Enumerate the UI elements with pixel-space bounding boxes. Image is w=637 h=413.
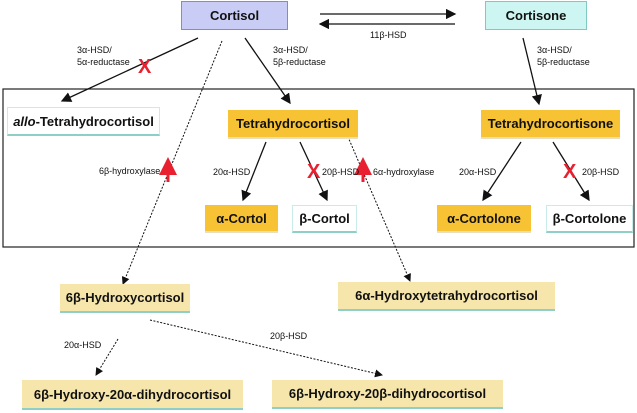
node-tetrahydrocortisone: Tetrahydrocortisone <box>481 110 620 139</box>
label-line: 5β-reductase <box>273 57 326 67</box>
arrow-the-to-b-cortolone <box>552 141 590 202</box>
label-5a-reductase: 3α-HSD/5α-reductase <box>77 44 130 68</box>
label-the-20a-hsd: 20α-HSD <box>459 167 497 177</box>
label-11b-hsd: 11β-HSD <box>370 30 407 40</box>
node-6b-hydroxy-20b-dihydrocortisol: 6β-Hydroxy-20β-dihydrocortisol <box>272 380 503 409</box>
node-6b-hydroxy-20a-dihydrocortisol: 6β-Hydroxy-20α-dihydrocortisol <box>22 380 243 410</box>
label-the-20b-hsd: 20β-HSD <box>582 167 620 177</box>
dotted-6b-to-20a <box>95 338 119 376</box>
label-thf-20a-hsd: 20α-HSD <box>213 167 251 177</box>
node-a-cortolone: α-Cortolone <box>437 205 531 233</box>
blocked-x-icon: X <box>138 56 152 78</box>
label-6b-20a-hsd: 20α-HSD <box>64 340 102 350</box>
arrow-thf-to-b-cortol <box>299 141 328 202</box>
blocked-x-icon: X <box>563 161 577 183</box>
dotted-thf-to-6a <box>344 129 411 282</box>
arrow-cortisol-to-allo <box>60 37 199 102</box>
label-line: 5β-reductase <box>537 57 590 67</box>
node-allo-tetrahydrocortisol: allo-Tetrahydrocortisol <box>7 107 160 136</box>
allo-prefix: allo <box>13 113 36 129</box>
label-6b-hydroxylase: 6β-hydroxylase <box>99 166 161 176</box>
node-6a-hydroxytetrahydrocortisol: 6α-Hydroxytetrahydrocortisol <box>338 282 555 311</box>
arrow-cortisol-to-thf <box>244 37 291 105</box>
allo-suffix: -Tetrahydrocortisol <box>35 113 154 129</box>
node-cortisone: Cortisone <box>485 1 587 30</box>
arrow-the-to-a-cortolone <box>482 141 522 202</box>
blocked-x-icon: X <box>307 161 321 183</box>
label-line: 3α-HSD/ <box>537 45 572 55</box>
label-6a-hydroxylase: 6α-hydroxylase <box>373 167 435 177</box>
label-line: 3α-HSD/ <box>273 45 308 55</box>
node-tetrahydrocortisol: Tetrahydrocortisol <box>228 110 358 139</box>
label-line: 3α-HSD/ <box>77 45 112 55</box>
label-6b-20b-hsd: 20β-HSD <box>270 331 308 341</box>
node-b-cortol: β-Cortol <box>292 205 357 233</box>
dotted-6b-to-20b <box>149 319 383 378</box>
node-a-cortol: α-Cortol <box>205 205 278 233</box>
label-5b-reductase-cortisol: 3α-HSD/5β-reductase <box>273 44 326 68</box>
label-5b-reductase-cortisone: 3α-HSD/5β-reductase <box>537 44 590 68</box>
node-6b-hydroxycortisol: 6β-Hydroxycortisol <box>60 284 190 313</box>
node-b-cortolone: β-Cortolone <box>546 205 633 233</box>
arrow-thf-to-a-cortol <box>241 141 267 202</box>
label-line: 5α-reductase <box>77 57 130 67</box>
node-cortisol: Cortisol <box>181 1 288 30</box>
arrow-cortisone-to-the <box>522 37 542 106</box>
label-thf-20b-hsd: 20β-HSD <box>322 167 360 177</box>
tetrahydro-group-frame <box>2 88 635 248</box>
